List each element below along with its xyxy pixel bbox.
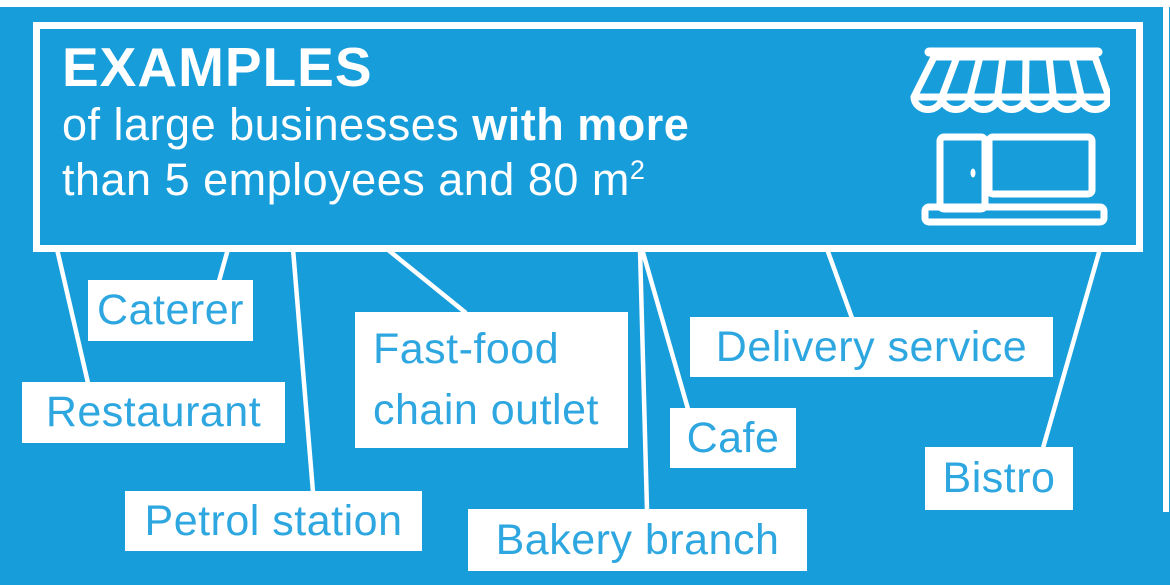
- connector-petrol-station: [290, 248, 316, 493]
- node-cafe-text: Cafe: [686, 413, 780, 462]
- node-delivery-service-text: Delivery service: [715, 322, 1028, 371]
- squared-superscript: 2: [629, 155, 646, 185]
- connector-cafe: [639, 248, 691, 410]
- connector-caterer: [216, 248, 231, 282]
- header-text-block: EXAMPLES of large businesses with more t…: [62, 37, 689, 207]
- storefront-window: [985, 133, 1096, 198]
- storefront-door-handle: [970, 168, 976, 178]
- header-subtitle-line2: than 5 employees and 80 m2: [62, 152, 689, 207]
- node-bakery-branch-text: Bakery branch: [495, 515, 780, 564]
- subtitle-regular-text: of large businesses: [62, 99, 473, 150]
- node-fast-food-line1: Fast-food: [373, 325, 560, 373]
- connector-bakery-branch: [637, 248, 650, 511]
- node-restaurant: Restaurant: [22, 382, 285, 443]
- top-edge-strip: [0, 0, 1170, 7]
- connector-restaurant: [54, 248, 91, 384]
- node-petrol-station: Petrol station: [125, 491, 422, 551]
- header-subtitle-line1: of large businesses with more: [62, 97, 689, 152]
- node-bistro: Bistro: [925, 447, 1073, 510]
- subtitle-line2-text: than 5 employees and 80 m: [62, 154, 630, 205]
- storefront-door: [936, 133, 989, 213]
- header-title: EXAMPLES: [62, 36, 373, 98]
- node-caterer: Caterer: [88, 280, 253, 341]
- header-box: EXAMPLES of large businesses with more t…: [33, 22, 1143, 252]
- storefront-awning: [910, 53, 1110, 101]
- node-caterer-text: Caterer: [97, 286, 244, 334]
- node-cafe: Cafe: [670, 408, 796, 468]
- connector-delivery-service: [824, 248, 855, 319]
- node-fast-food-chain-outlet: Fast-food chain outlet: [355, 312, 628, 448]
- storefront-awning-scallops: [910, 93, 1110, 113]
- node-bakery-branch: Bakery branch: [468, 509, 807, 571]
- storefront-base: [921, 203, 1108, 226]
- node-fast-food-line2: chain outlet: [373, 386, 599, 434]
- node-petrol-station-text: Petrol station: [144, 496, 403, 545]
- storefront-icon: [910, 47, 1110, 226]
- node-delivery-service: Delivery service: [690, 317, 1053, 377]
- subtitle-bold-text: with more: [472, 99, 690, 150]
- connector-fast-food: [385, 247, 468, 315]
- node-restaurant-text: Restaurant: [45, 388, 262, 436]
- node-bistro-text: Bistro: [942, 454, 1056, 502]
